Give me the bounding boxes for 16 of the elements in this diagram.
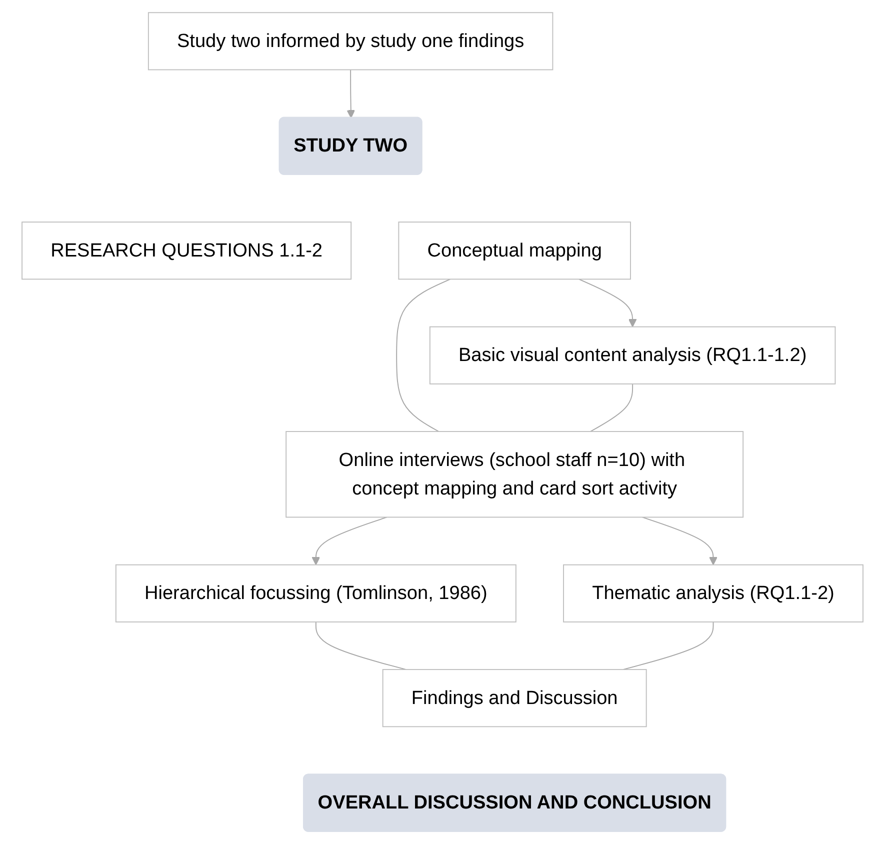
arrow xyxy=(642,516,718,566)
connector xyxy=(315,621,407,670)
arrow xyxy=(346,69,356,118)
node-box: Conceptual mapping xyxy=(398,222,631,280)
arrow xyxy=(312,516,388,566)
node-box: Online interviews (school staff n=10) with concept mapping and card sort activity xyxy=(286,431,744,518)
connector xyxy=(590,383,634,432)
node-box: Hierarchical focussing (Tomlinson, 1986) xyxy=(115,564,516,622)
node-box: Findings and Discussion xyxy=(382,669,647,728)
connector xyxy=(396,278,451,432)
node-box: Thematic analysis (RQ1.1-2) xyxy=(563,564,864,622)
node-box: RESEARCH QUESTIONS 1.1-2 xyxy=(22,222,352,280)
node-box: Study two informed by study one findings xyxy=(148,12,554,70)
arrow xyxy=(578,278,637,328)
node-box: Basic visual content analysis (RQ1.1-1.2) xyxy=(429,326,836,384)
connector xyxy=(622,621,714,670)
